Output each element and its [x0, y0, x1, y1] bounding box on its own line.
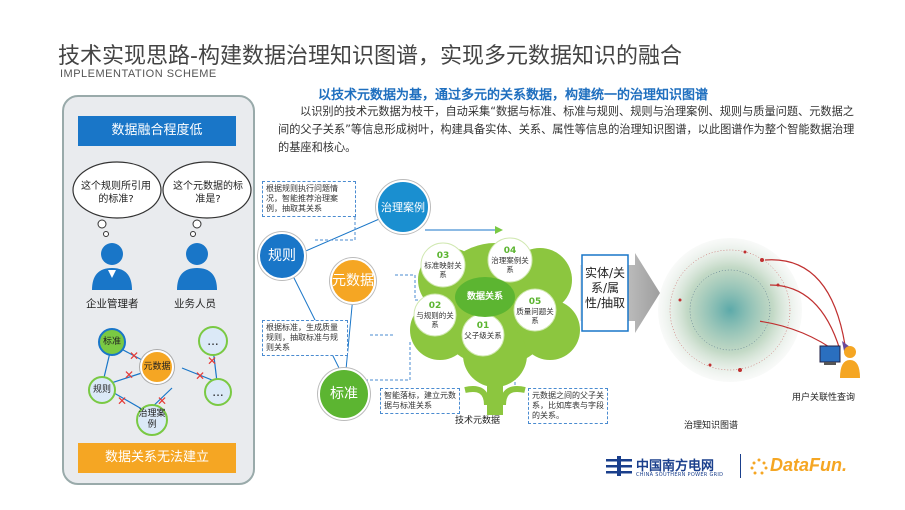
leaf-03: 03 标准映射关系 [423, 251, 463, 280]
no-relation-banner: 数据关系无法建立 [78, 443, 236, 473]
datafun-logo-text: DataFun. [770, 455, 848, 475]
tree-caption: 技术元数据 [455, 416, 501, 426]
svg-text:✕: ✕ [207, 354, 217, 368]
cloud-business-shape [162, 161, 252, 237]
node-case: 治理案例 [136, 404, 168, 436]
circle-case: 治理案例 [376, 180, 430, 234]
leaf-04: 04 治理案例关系 [490, 246, 530, 275]
note-standard-metadata: 智能落标，建立元数据与标准关系 [380, 388, 460, 414]
leaf-01: 01 父子级关系 [463, 321, 503, 341]
leaf-02-text: 与规则的关系 [416, 311, 454, 329]
manager-label: 企业管理者 [86, 298, 139, 310]
leaf-02: 02 与规则的关系 [415, 301, 455, 330]
business-person-icon [177, 243, 217, 290]
node-dots-2: ... [204, 378, 232, 406]
cloud-business-text: 这个元数据的标准是? [173, 181, 243, 205]
csg-logo-en: CHINA SOUTHERN POWER GRID [636, 472, 724, 478]
metadata-tree [410, 237, 580, 415]
circle-standard: 标准 [318, 368, 370, 420]
manager-person-icon [92, 243, 132, 290]
node-standard: 标准 [98, 328, 126, 356]
circle-rule: 规则 [258, 232, 306, 280]
business-label: 业务人员 [174, 298, 216, 310]
svg-text:✕: ✕ [129, 349, 139, 363]
cross-marks: ✕ ✕ ✕ ✕ ✕ ✕ [117, 349, 217, 408]
headline: 以技术元数据为基，通过多元的关系数据，构建统一的治理知识图谱 [318, 88, 709, 103]
knowledge-graph [658, 238, 802, 382]
cloud-manager-shape [72, 161, 162, 237]
datafun-logo-icon [750, 458, 768, 475]
svg-text:✕: ✕ [195, 369, 205, 383]
leaf-01-text: 父子级关系 [464, 331, 502, 340]
page-title: 技术实现思路-构建数据治理知识图谱，实现多元数据知识的融合 [58, 44, 682, 69]
graph-caption: 治理知识图谱 [684, 421, 739, 431]
leaf-02-number: 02 [428, 301, 442, 311]
page-subtitle: IMPLEMENTATION SCHEME [60, 68, 217, 80]
leaf-05-number: 05 [528, 297, 542, 307]
svg-text:✕: ✕ [124, 368, 134, 382]
node-dots-1: ... [198, 326, 228, 356]
leaf-03-text: 标准映射关系 [424, 261, 462, 279]
cloud-manager-text: 这个规则所引用的标准? [81, 181, 151, 205]
low-fusion-banner: 数据融合程度低 [78, 116, 236, 146]
logo-divider [740, 454, 741, 478]
user-query-caption: 用户关联性查询 [792, 393, 856, 403]
leaf-03-number: 03 [436, 251, 450, 261]
leaf-05: 05 质量问题关系 [515, 297, 555, 326]
tree-center-label: 数据关系 [466, 292, 503, 302]
arrow-text: 实体/关系/属性/抽取 [584, 266, 626, 310]
node-rule: 规则 [88, 376, 116, 404]
circle-metadata: 元数据 [330, 258, 376, 304]
note-rule-case: 根据规则执行问题情况，智能推荐治理案例，抽取其关系 [262, 181, 356, 217]
csg-logo-text: 中国南方电网 [636, 459, 715, 474]
svg-text:✕: ✕ [157, 394, 167, 408]
node-metadata: 元数据 [140, 350, 174, 384]
note-rule-standard: 根据标准，生成质量规则，抽取标准与规则关系 [262, 320, 348, 356]
svg-text:✕: ✕ [117, 394, 127, 408]
intro-paragraph: 以识别的技术元数据为枝干，自动采集“数据与标准、标准与规则、规则与治理案例、规则… [278, 105, 855, 154]
note-parent-child: 元数据之间的父子关系，比如库表与字段的关系。 [528, 388, 608, 424]
left-panel-graphics: ✕ ✕ ✕ ✕ ✕ ✕ [72, 161, 252, 413]
leaf-04-number: 04 [503, 246, 517, 256]
leaf-01-number: 01 [476, 321, 490, 331]
user-computer-icon [819, 345, 860, 378]
leaf-05-text: 质量问题关系 [516, 307, 554, 325]
extraction-arrow [580, 253, 660, 333]
csg-logo-icon [606, 456, 632, 476]
leaf-04-text: 治理案例关系 [491, 256, 529, 274]
